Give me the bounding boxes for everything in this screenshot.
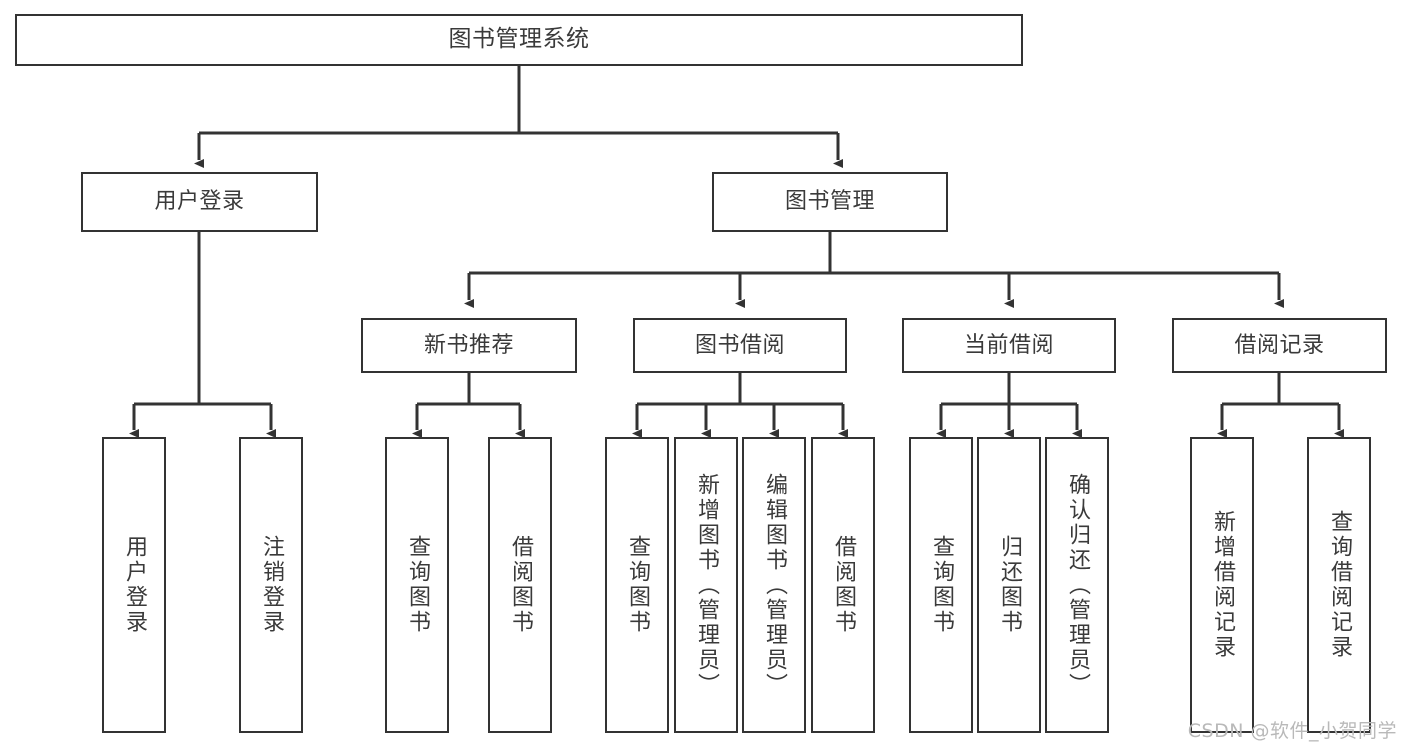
node-leaf-add-book[interactable]: 新增图书（管理员） (674, 437, 738, 733)
node-leaf-user-login[interactable]: 用户登录 (102, 437, 166, 733)
node-root-label: 图书管理系统 (448, 26, 590, 53)
node-leaf-query-book-2[interactable]: 查询图书 (605, 437, 669, 733)
node-new-book-rec-label: 新书推荐 (423, 332, 514, 358)
node-book-borrow[interactable]: 图书借阅 (633, 318, 847, 373)
node-leaf-borrow-book-1[interactable]: 借阅图书 (488, 437, 552, 733)
node-leaf-confirm-return-label: 确认归还（管理员） (1065, 472, 1090, 698)
node-leaf-borrow-book-1-label: 借阅图书 (508, 535, 533, 635)
node-root[interactable]: 图书管理系统 (15, 14, 1023, 66)
node-leaf-edit-book[interactable]: 编辑图书（管理员） (742, 437, 806, 733)
node-leaf-query-book-3-label: 查询图书 (929, 535, 954, 635)
node-leaf-query-book-1[interactable]: 查询图书 (385, 437, 449, 733)
node-leaf-query-record-label: 查询借阅记录 (1327, 510, 1352, 660)
node-new-book-rec[interactable]: 新书推荐 (361, 318, 577, 373)
csdn-watermark: CSDN @软件_小贺同学 (1187, 720, 1397, 742)
node-leaf-return-book[interactable]: 归还图书 (977, 437, 1041, 733)
node-leaf-query-book-2-label: 查询图书 (625, 535, 650, 635)
node-leaf-edit-book-label: 编辑图书（管理员） (762, 472, 787, 698)
node-leaf-user-logout-label: 注销登录 (259, 535, 284, 635)
node-user-login[interactable]: 用户登录 (81, 172, 318, 232)
node-current-borrow-label: 当前借阅 (963, 332, 1054, 358)
node-leaf-return-book-label: 归还图书 (997, 535, 1022, 635)
node-leaf-confirm-return[interactable]: 确认归还（管理员） (1045, 437, 1109, 733)
node-leaf-user-login-label: 用户登录 (122, 535, 147, 635)
node-leaf-query-record[interactable]: 查询借阅记录 (1307, 437, 1371, 733)
node-leaf-add-record[interactable]: 新增借阅记录 (1190, 437, 1254, 733)
node-leaf-borrow-book-2-label: 借阅图书 (831, 535, 856, 635)
node-leaf-add-record-label: 新增借阅记录 (1210, 510, 1235, 660)
node-borrow-record-label: 借阅记录 (1234, 332, 1325, 358)
node-leaf-user-logout[interactable]: 注销登录 (239, 437, 303, 733)
node-leaf-query-book-1-label: 查询图书 (405, 535, 430, 635)
node-leaf-add-book-label: 新增图书（管理员） (694, 472, 719, 698)
node-book-borrow-label: 图书借阅 (694, 332, 785, 358)
node-book-manage-label: 图书管理 (784, 189, 875, 215)
node-book-manage[interactable]: 图书管理 (712, 172, 948, 232)
node-current-borrow[interactable]: 当前借阅 (902, 318, 1116, 373)
node-user-login-label: 用户登录 (154, 189, 245, 215)
node-leaf-query-book-3[interactable]: 查询图书 (909, 437, 973, 733)
node-leaf-borrow-book-2[interactable]: 借阅图书 (811, 437, 875, 733)
node-borrow-record[interactable]: 借阅记录 (1172, 318, 1387, 373)
